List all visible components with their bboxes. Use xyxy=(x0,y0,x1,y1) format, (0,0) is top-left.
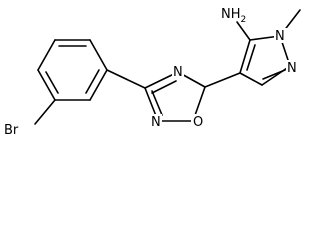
label-pad-oxadiazole-o xyxy=(191,114,203,128)
bond-pyrazole-to-amine xyxy=(236,21,251,41)
oxadiazole-n-bottom-label: N xyxy=(151,115,161,130)
label-pad-pyrazole-n-methyl xyxy=(274,28,288,43)
pyrazole-n-methyl-label: N xyxy=(275,29,285,44)
bond-phenyl-inner-3 xyxy=(45,71,59,94)
bond-oxadiazole-n2-c3-double xyxy=(151,90,163,116)
label-pad-oxadiazole-n-bottom xyxy=(150,114,162,128)
bond-phenyl-6 xyxy=(37,39,56,71)
bond-pyrazole-c3-c4 xyxy=(239,72,263,86)
bond-pyrazole-c4-c5 xyxy=(239,39,251,74)
amine-label: NH2 xyxy=(221,7,246,25)
bond-carbon-bromine xyxy=(34,99,56,125)
bromophenyl-ring xyxy=(37,39,108,101)
bond-phenyl-inner-2 xyxy=(85,69,100,94)
bond-phenyl-to-oxadiazole xyxy=(106,69,146,89)
bond-pyrazole-n2-c3 xyxy=(261,65,291,86)
amine-label-main: NH xyxy=(221,7,241,22)
bond-pyrazole-n2-c3-double xyxy=(262,69,286,80)
bond-phenyl-3 xyxy=(89,69,108,101)
chemical-structure-diagram: Br NH2 N N N N O xyxy=(4,4,301,138)
label-pad-amine xyxy=(220,4,250,20)
bromine-label: Br xyxy=(4,123,19,138)
label-pad-pyrazole-n xyxy=(286,60,298,74)
oxadiazole-n-top-label: N xyxy=(173,65,183,80)
label-pad-oxadiazole-n-top xyxy=(172,64,184,78)
bond-oxadiazole-c3-n4-double xyxy=(151,80,177,94)
bond-oxadiazole-to-pyrazole xyxy=(204,72,241,88)
pyrazole-n-label: N xyxy=(287,61,297,76)
bond-phenyl-2 xyxy=(89,39,108,71)
bond-phenyl-5 xyxy=(37,69,56,101)
amine-label-subscript: 2 xyxy=(241,15,247,25)
oxadiazole-o-label: O xyxy=(193,115,203,130)
bond-pyrazole-c4-c5-double xyxy=(246,44,256,71)
